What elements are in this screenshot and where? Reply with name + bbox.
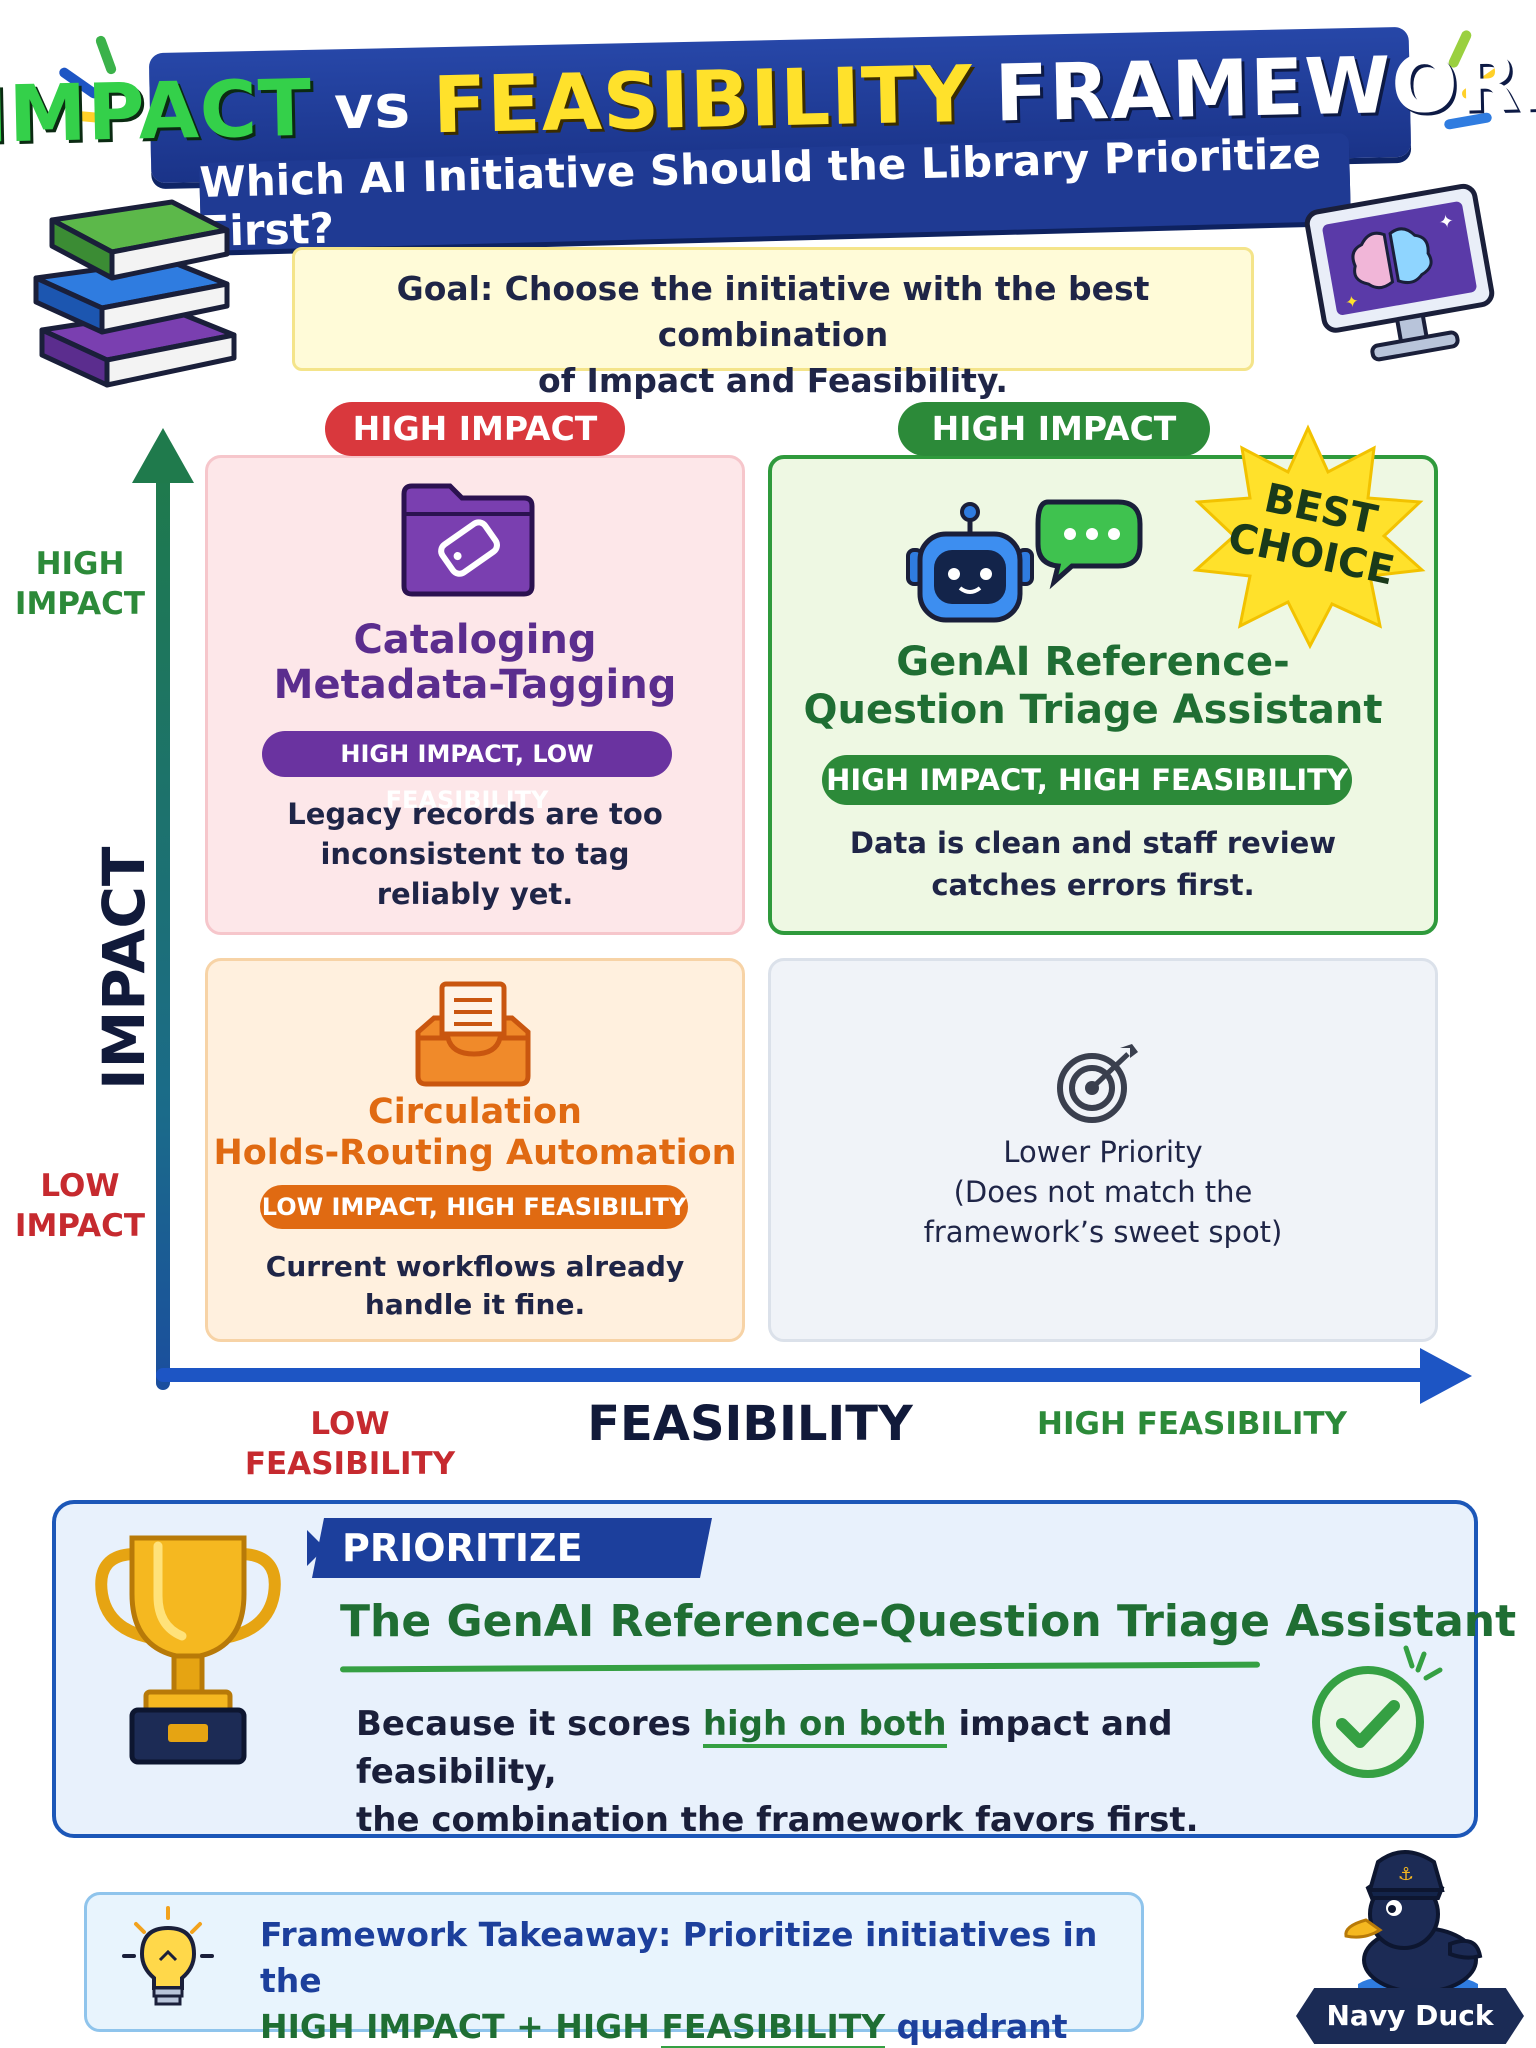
triage-description: Data is clean and staff review catches e… (768, 822, 1418, 906)
triage-assistant-title: GenAI Reference- Question Triage Assista… (768, 638, 1418, 734)
trophy-icon (95, 1535, 281, 1765)
navy-duck-label: Navy Duck (1296, 1988, 1524, 2044)
circulation-badge: LOW IMPACT, HIGH FEASIBILITY (260, 1185, 688, 1229)
cataloging-title-line-1: Cataloging (353, 617, 597, 663)
navy-duck-mascot-icon: ⚓ (1344, 1850, 1483, 2006)
lower-priority-line-1: Lower Priority (1003, 1135, 1203, 1169)
lightbulb-icon (122, 1906, 214, 2006)
prioritize-headline: The GenAI Reference-Question Triage Assi… (340, 1596, 1517, 1647)
triage-title-line-1: GenAI Reference- (896, 639, 1290, 685)
title-feasibility: FEASIBILITY (432, 49, 974, 152)
triage-title-line-2: Question Triage Assistant (803, 687, 1383, 733)
cataloging-desc-line-3: reliably yet. (376, 877, 574, 911)
y-high-label: HIGH IMPACT (10, 544, 150, 624)
triage-desc-line-1: Data is clean and staff review (849, 826, 1337, 860)
takeaway-line-2-emph: FEASIBILITY (661, 2007, 886, 2048)
y-high-line-1: HIGH (35, 546, 125, 582)
x-axis-arrow (1420, 1348, 1472, 1404)
inbox-tray-icon (415, 981, 531, 1087)
lower-priority-line-2: (Does not match the (953, 1175, 1253, 1209)
cataloging-desc-line-1: Legacy records are too (287, 797, 663, 831)
title-framework: FRAMEWORK (993, 37, 1536, 140)
prioritize-body: Because it scores high on both impact an… (356, 1700, 1316, 1844)
best-choice-starburst (1192, 424, 1426, 650)
cataloging-description: Legacy records are too inconsistent to t… (205, 794, 745, 914)
triage-desc-line-2: catches errors first. (931, 868, 1255, 902)
takeaway-line-2-pre: HIGH IMPACT + HIGH (260, 2007, 662, 2046)
checkmark-badge-icon (1312, 1645, 1443, 1778)
body-line-1-post: impact and feasibility, (356, 1704, 1173, 1792)
x-axis-line (156, 1368, 1456, 1382)
takeaway-panel (84, 1892, 1144, 2032)
robot-chat-icon (906, 499, 1143, 623)
goal-box: Goal: Choose the initiative with the bes… (292, 247, 1254, 400)
svg-text:✦: ✦ (1344, 291, 1361, 312)
body-line-1-pre: Because it scores (356, 1704, 703, 1744)
title-vs: vs (333, 71, 412, 144)
prioritize-body-line-1: Because it scores high on both impact an… (356, 1700, 1316, 1796)
goal-line-2: of Impact and Feasibility. (538, 361, 1008, 400)
takeaway-text: Framework Takeaway: Prioritize initiativ… (260, 1912, 1130, 2048)
circulation-title-line-1: Circulation (368, 1092, 582, 1132)
prioritize-body-line-2: the combination the framework favors fir… (356, 1800, 1199, 1840)
y-low-label: LOW IMPACT (10, 1166, 150, 1246)
y-low-line-1: LOW (40, 1168, 120, 1204)
svg-text:✦: ✦ (1437, 210, 1456, 233)
takeaway-line-2: HIGH IMPACT + HIGH FEASIBILITY quadrant … (260, 2004, 1130, 2048)
goal-line-1: Goal: Choose the initiative with the bes… (396, 269, 1150, 354)
y-axis-title: IMPACT (90, 846, 158, 1091)
title-impact: IMPACT (0, 63, 314, 161)
x-high-label: HIGH FEASIBILITY (1037, 1406, 1347, 1442)
quadrant-header-high-impact-left: HIGH IMPACT (325, 402, 625, 456)
circulation-desc-line-1: Current workflows already (265, 1250, 685, 1283)
body-line-1-emph: high on both (702, 1704, 947, 1748)
y-axis-arrow (132, 428, 194, 483)
cataloging-title: Cataloging Metadata-Tagging (205, 618, 745, 708)
lower-priority-line-3: framework’s sweet spot) (923, 1215, 1283, 1249)
target-icon (1057, 1044, 1138, 1123)
circulation-description: Current workflows already handle it fine… (205, 1248, 745, 1324)
circulation-desc-line-2: handle it fine. (364, 1288, 586, 1321)
takeaway-line-2-post: quadrant first. (896, 2007, 1068, 2046)
books-icon (33, 199, 237, 388)
y-high-line-2: IMPACT (14, 586, 146, 622)
y-axis-line (156, 470, 170, 1390)
cataloging-desc-line-2: inconsistent to tag (320, 837, 630, 871)
quadrant-lower-priority (768, 958, 1438, 1342)
ai-brain-monitor-icon: ✦ ✦ (1304, 183, 1495, 362)
y-low-line-2: IMPACT (14, 1208, 146, 1244)
takeaway-line-1: Framework Takeaway: Prioritize initiativ… (260, 1915, 1098, 2000)
folder-tag-icon (401, 483, 535, 597)
cataloging-badge: HIGH IMPACT, LOW FEASIBILITY (262, 731, 672, 814)
triage-badge: HIGH IMPACT, HIGH FEASIBILITY (822, 755, 1352, 805)
x-low-label: LOW FEASIBILITY (244, 1406, 456, 1482)
quadrant-header-high-impact-right: HIGH IMPACT (898, 402, 1210, 456)
circulation-title: Circulation Holds-Routing Automation (205, 1092, 745, 1174)
svg-text:⚓: ⚓ (1398, 1864, 1414, 1885)
prioritize-tag: PRIORITIZE FIRST: (312, 1518, 712, 1578)
lower-priority-text: Lower Priority (Does not match the frame… (768, 1132, 1438, 1252)
x-axis-title: FEASIBILITY (587, 1396, 913, 1452)
circulation-title-line-2: Holds-Routing Automation (213, 1133, 737, 1173)
cataloging-title-line-2: Metadata-Tagging (273, 662, 677, 708)
